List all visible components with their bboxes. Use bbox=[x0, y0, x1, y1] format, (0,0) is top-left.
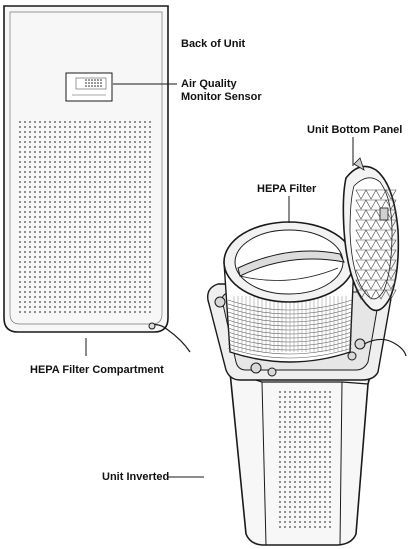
inverted-vent-grille bbox=[279, 391, 331, 528]
hepa-filter-cylinder bbox=[223, 221, 355, 363]
label-unit-bottom-panel: Unit Bottom Panel bbox=[307, 124, 403, 136]
unit-inverted-illustration bbox=[207, 157, 407, 546]
label-air-quality-line2: Monitor Sensor bbox=[181, 91, 262, 103]
label-hepa-filter-compartment: HEPA Filter Compartment bbox=[30, 364, 164, 376]
unit-bottom-panel-lid bbox=[342, 157, 400, 312]
air-quality-sensor bbox=[65, 72, 113, 102]
leader-lines bbox=[85, 83, 354, 478]
filter-pleats bbox=[227, 296, 353, 359]
label-unit-inverted: Unit Inverted bbox=[102, 471, 170, 483]
label-air-quality-line1: Air Quality bbox=[181, 78, 237, 90]
lid-triangle-pattern bbox=[355, 189, 397, 300]
label-back-of-unit: Back of Unit bbox=[181, 38, 246, 50]
back-vent-grille bbox=[19, 79, 151, 313]
back-of-unit-illustration bbox=[3, 5, 191, 353]
label-hepa-filter: HEPA Filter bbox=[257, 183, 317, 195]
